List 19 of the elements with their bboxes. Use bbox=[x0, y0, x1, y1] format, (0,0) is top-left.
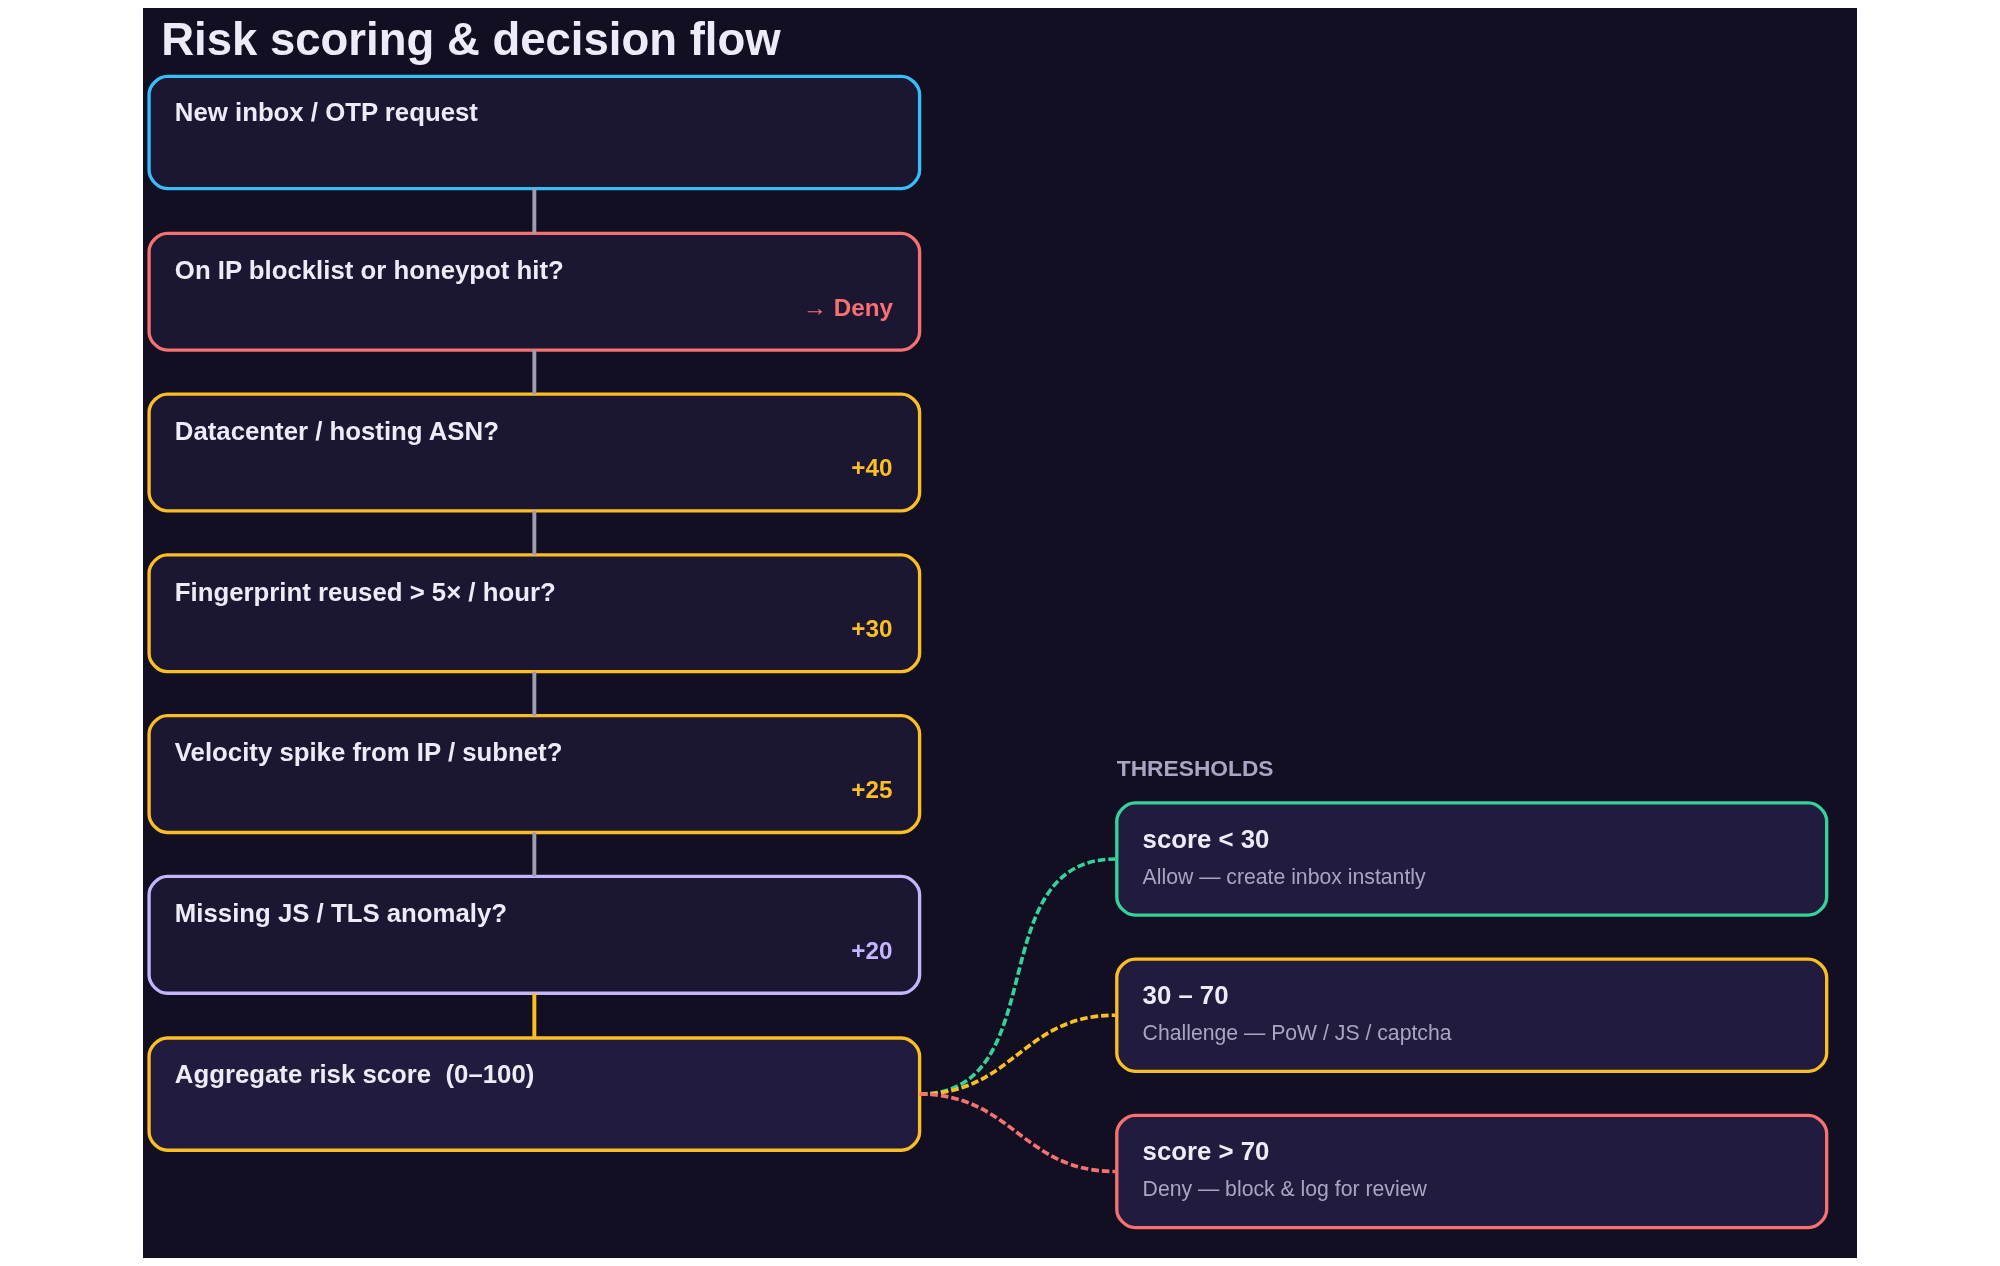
connector bbox=[532, 671, 537, 716]
node-box: Velocity spike from IP / subnet? +25 bbox=[147, 714, 922, 835]
connector bbox=[919, 1092, 1116, 1174]
node-box: Fingerprint reused > 5× / hour? +30 bbox=[147, 553, 922, 674]
node-box: Missing JS / TLS anomaly? +20 bbox=[147, 874, 922, 995]
diagram-title: Risk scoring & decision flow bbox=[161, 14, 781, 66]
connector bbox=[532, 832, 537, 877]
connector bbox=[532, 350, 537, 395]
node-box: Aggregate risk score (0–100) bbox=[147, 1036, 922, 1152]
node-box: 30 – 70 Challenge — PoW / JS / captcha bbox=[1115, 957, 1829, 1074]
connector bbox=[532, 510, 537, 555]
node-box: score < 30 Allow — create inbox instantly bbox=[1115, 801, 1829, 917]
connector bbox=[532, 993, 537, 1038]
node-box: score > 70 Deny — block & log for review bbox=[1115, 1113, 1829, 1230]
label: THRESHOLDS bbox=[1116, 754, 1274, 781]
connector bbox=[532, 188, 537, 234]
node-box: New inbox / OTP request bbox=[147, 74, 922, 191]
node-box: Datacenter / hosting ASN? +40 bbox=[147, 392, 922, 513]
node-box: On IP blocklist or honeypot hit? → Deny bbox=[147, 231, 922, 352]
